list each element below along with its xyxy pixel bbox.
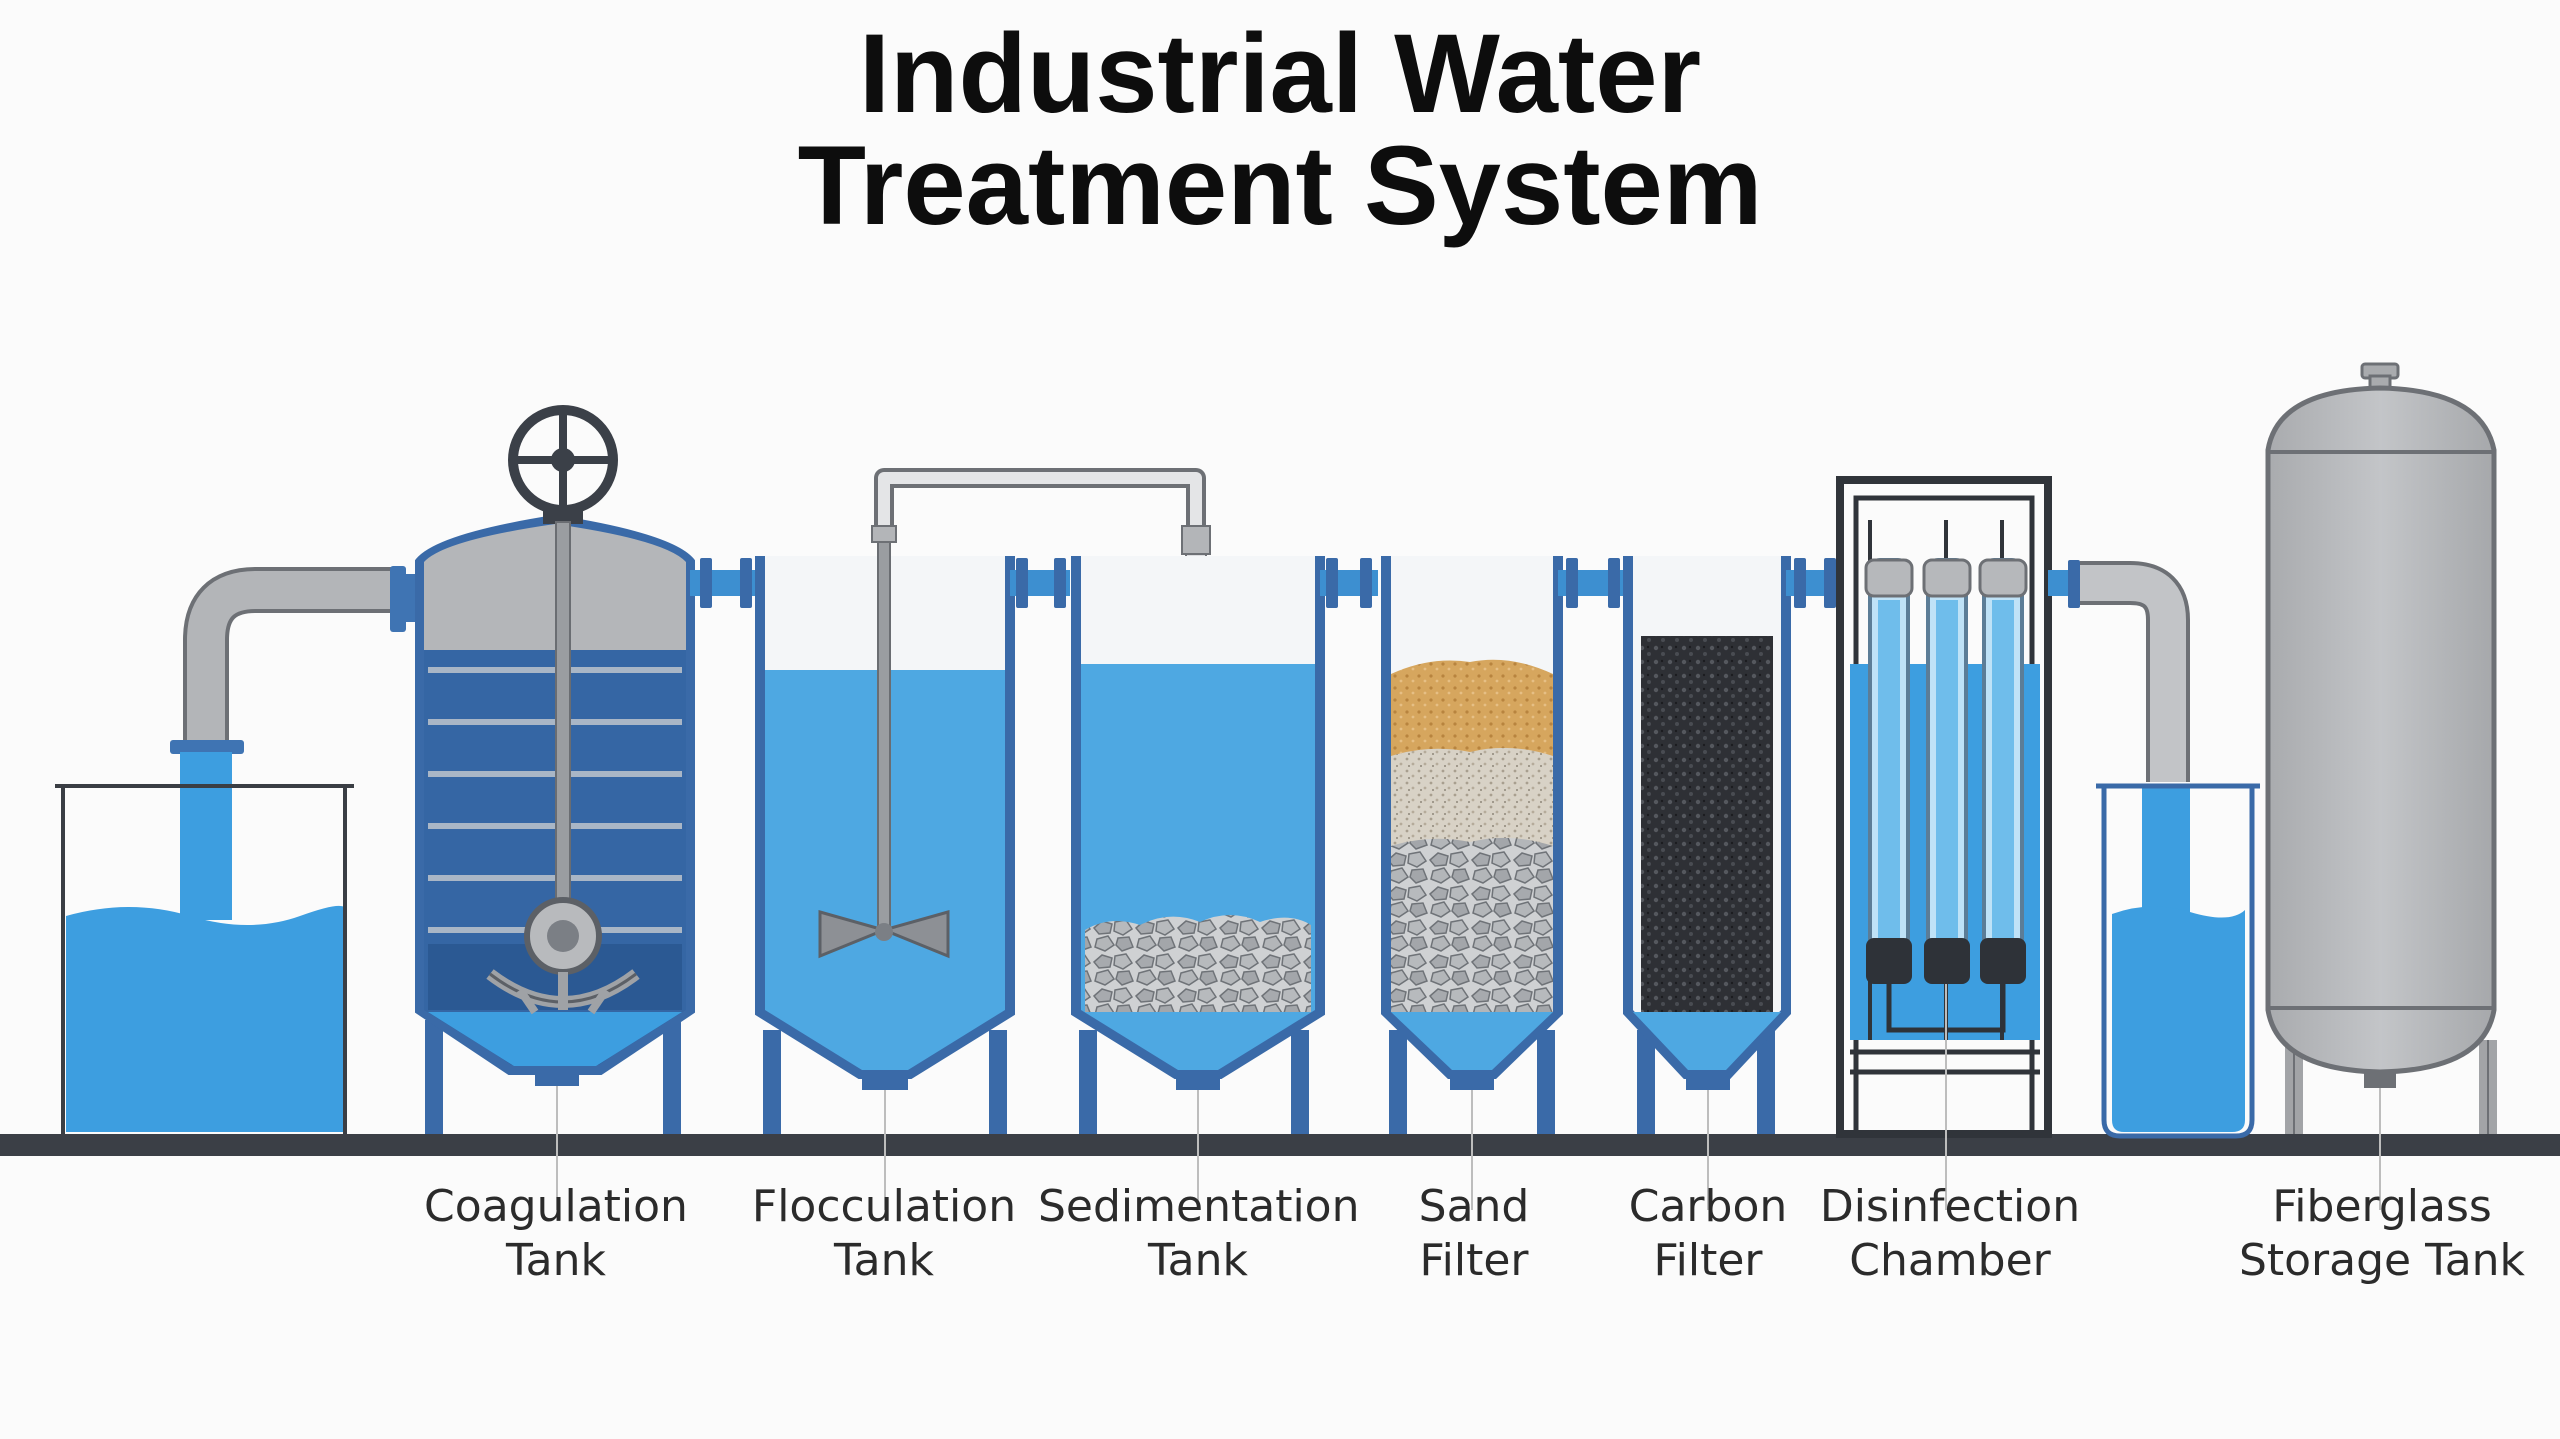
label-line-1: Fiberglass: [2272, 1181, 2492, 1232]
coagulation-tank: [415, 405, 695, 1210]
label-line-2: Filter: [1419, 1235, 1529, 1286]
pipe-carbon-disinfection: [1786, 558, 1842, 608]
source-basin: [55, 760, 354, 1134]
pipe-coag-floc: [690, 558, 758, 608]
ground-rail: [0, 1134, 2560, 1156]
label-storage-tank: Fiberglass Storage Tank: [2222, 1180, 2542, 1288]
title-line-1: Industrial Water: [858, 11, 1702, 136]
inlet-pipe: [170, 566, 422, 766]
pipe-sed-sand: [1320, 558, 1378, 608]
label-line-1: Coagulation: [424, 1181, 688, 1232]
label-line-1: Sand: [1418, 1181, 1530, 1232]
clearwell-beaker: [2096, 783, 2260, 1139]
label-line-2: Tank: [506, 1235, 606, 1286]
label-line-1: Disinfection: [1819, 1181, 2081, 1232]
label-flocculation-tank: Flocculation Tank: [724, 1180, 1044, 1288]
label-line-1: Flocculation: [751, 1181, 1017, 1232]
label-line-2: Chamber: [1849, 1235, 2051, 1286]
label-line-2: Storage Tank: [2238, 1235, 2526, 1286]
label-sand-filter: Sand Filter: [1314, 1180, 1634, 1288]
pipe-floc-sed: [1010, 558, 1070, 608]
label-line-1: Carbon: [1628, 1181, 1788, 1232]
carbon-filter: [1623, 556, 1791, 1210]
pipe-sand-carbon: [1558, 558, 1626, 608]
outlet-pipe: [2048, 560, 2190, 782]
label-line-2: Tank: [834, 1235, 934, 1286]
storage-tank: [2265, 362, 2497, 1210]
sedimentation-tank: [1071, 556, 1325, 1210]
sand-filter: [1381, 556, 1563, 1210]
disinfection-chamber: [1836, 476, 2052, 1210]
label-line-2: Filter: [1653, 1235, 1763, 1286]
flocculation-tank: [755, 535, 1015, 1210]
label-sedimentation-tank: Sedimentation Tank: [1038, 1180, 1360, 1288]
label-disinfection-chamber: Disinfection Chamber: [1790, 1180, 2110, 1288]
label-coagulation-tank: Coagulation Tank: [396, 1180, 716, 1288]
label-line-2: Tank: [1148, 1235, 1248, 1286]
uv-lamps: [1864, 520, 2028, 1210]
label-carbon-filter: Carbon Filter: [1548, 1180, 1868, 1288]
title-line-2: Treatment System: [797, 123, 1763, 248]
label-line-1: Sedimentation: [1038, 1181, 1360, 1232]
diagram-title: Industrial Water Treatment System: [0, 18, 2560, 242]
